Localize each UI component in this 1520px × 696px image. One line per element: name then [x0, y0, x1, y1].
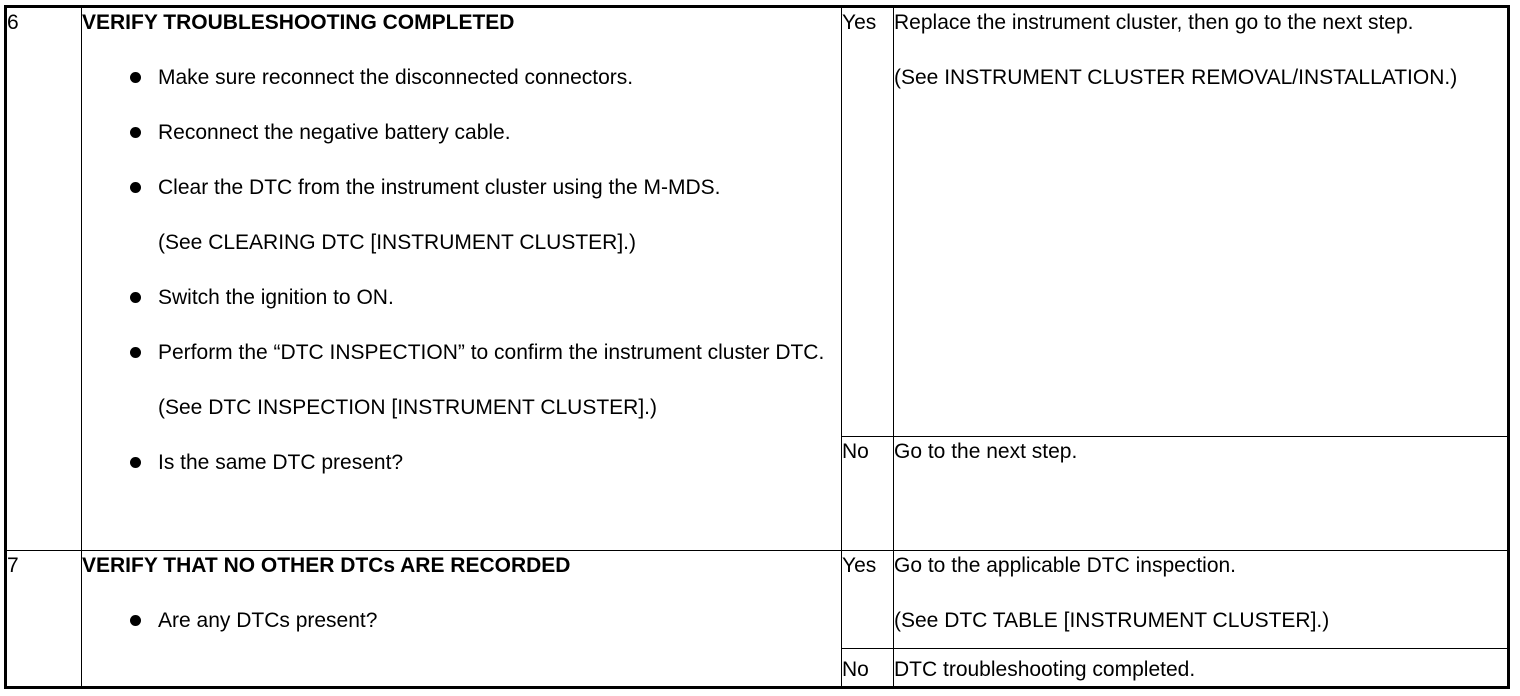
- bullet-icon: [130, 347, 141, 358]
- item-text: Switch the ignition to ON.: [158, 286, 394, 309]
- list-item: Switch the ignition to ON.: [82, 283, 841, 312]
- list-item: Is the same DTC present?: [82, 448, 841, 477]
- step-6-yes-row: 6 VERIFY TROUBLESHOOTING COMPLETED Make …: [5, 6, 1509, 551]
- item-text: Clear the DTC from the instrument cluste…: [158, 176, 721, 199]
- bullet-icon: [130, 182, 141, 193]
- step-number: 6: [5, 6, 82, 551]
- no-label: No: [841, 436, 894, 551]
- troubleshooting-table: 6 VERIFY TROUBLESHOOTING COMPLETED Make …: [4, 5, 1510, 689]
- yes-label: Yes: [841, 6, 894, 437]
- step-7-checklist: Are any DTCs present?: [82, 606, 841, 635]
- list-item: Are any DTCs present?: [82, 606, 841, 635]
- list-item: Reconnect the negative battery cable.: [82, 118, 841, 147]
- no-action-cell: DTC troubleshooting completed.: [893, 648, 1509, 688]
- list-item: Clear the DTC from the instrument cluste…: [82, 173, 841, 257]
- no-action-cell: Go to the next step.: [893, 436, 1509, 551]
- step-7-content: VERIFY THAT NO OTHER DTCs ARE RECORDED A…: [81, 550, 842, 688]
- item-text: Reconnect the negative battery cable.: [158, 121, 511, 144]
- yes-reference: (See DTC TABLE [INSTRUMENT CLUSTER].): [894, 609, 1330, 632]
- item-text: Are any DTCs present?: [158, 609, 378, 632]
- list-item: Make sure reconnect the disconnected con…: [82, 63, 841, 92]
- no-action: Go to the next step.: [894, 440, 1078, 463]
- yes-action-cell: Replace the instrument cluster, then go …: [893, 6, 1509, 437]
- step-title: VERIFY THAT NO OTHER DTCs ARE RECORDED: [82, 554, 571, 577]
- item-text: Perform the “DTC INSPECTION” to confirm …: [158, 341, 825, 364]
- step-6-content: VERIFY TROUBLESHOOTING COMPLETED Make su…: [81, 6, 842, 551]
- no-label: No: [841, 648, 894, 688]
- step-title: VERIFY TROUBLESHOOTING COMPLETED: [82, 11, 515, 34]
- bullet-icon: [130, 72, 141, 83]
- yes-label: Yes: [841, 550, 894, 649]
- yes-action: Replace the instrument cluster, then go …: [894, 11, 1414, 34]
- step-6-checklist: Make sure reconnect the disconnected con…: [82, 63, 841, 477]
- item-text: Is the same DTC present?: [158, 451, 404, 474]
- yes-action: Go to the applicable DTC inspection.: [894, 554, 1237, 577]
- step-6-no-row: No Go to the next step.: [6, 436, 1509, 551]
- item-text: Make sure reconnect the disconnected con…: [158, 66, 634, 89]
- step-7-yes-row: 7 VERIFY THAT NO OTHER DTCs ARE RECORDED…: [5, 550, 1509, 688]
- item-reference: (See CLEARING DTC [INSTRUMENT CLUSTER].): [158, 231, 637, 254]
- bullet-icon: [130, 127, 141, 138]
- yes-action-cell: Go to the applicable DTC inspection. (Se…: [893, 550, 1509, 649]
- item-reference: (See DTC INSPECTION [INSTRUMENT CLUSTER]…: [158, 396, 657, 419]
- bullet-icon: [130, 615, 141, 626]
- bullet-icon: [130, 457, 141, 468]
- bullet-icon: [130, 292, 141, 303]
- step-number: 7: [5, 550, 82, 688]
- no-action: DTC troubleshooting completed.: [894, 658, 1196, 681]
- list-item: Perform the “DTC INSPECTION” to confirm …: [82, 338, 841, 422]
- yes-reference: (See INSTRUMENT CLUSTER REMOVAL/INSTALLA…: [894, 66, 1458, 89]
- step-7-no-row: No DTC troubleshooting completed.: [6, 648, 1509, 688]
